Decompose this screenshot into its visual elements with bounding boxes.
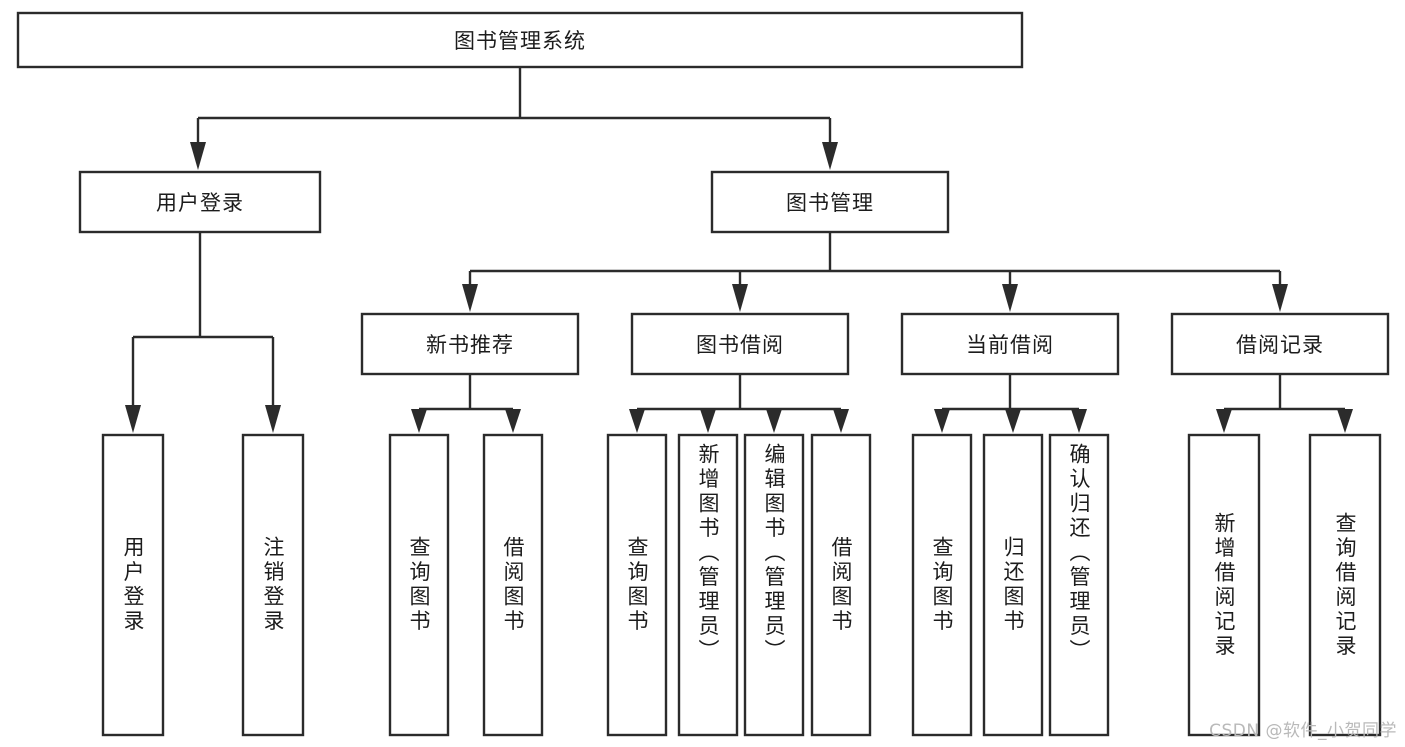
node-box-leaf-bw-edit[interactable] bbox=[743, 433, 805, 737]
arrow-head-leaf-user-login bbox=[125, 405, 141, 433]
node-box-new-books[interactable] bbox=[360, 312, 580, 376]
node-box-leaf-logout[interactable] bbox=[241, 433, 305, 737]
connector-group-user-login bbox=[125, 232, 281, 433]
arrow-head-nb-query bbox=[411, 409, 427, 433]
arrow-head-rec-query bbox=[1337, 409, 1353, 433]
arrow-head-cur-confirm bbox=[1071, 409, 1087, 433]
connector-group-book-mgmt bbox=[462, 232, 1288, 312]
node-box-leaf-bw-add[interactable] bbox=[677, 433, 739, 737]
connector-group-borrow bbox=[629, 374, 849, 433]
arrow-head-rec-add bbox=[1216, 409, 1232, 433]
arrow-head-book-mgmt bbox=[822, 142, 838, 170]
arrow-head-cur-query bbox=[934, 409, 950, 433]
arrow-head-bw-borrow bbox=[833, 409, 849, 433]
node-box-leaf-user-login[interactable] bbox=[101, 433, 165, 737]
arrow-head-user-login bbox=[190, 142, 206, 170]
arrow-head-cur-return bbox=[1005, 409, 1021, 433]
node-box-leaf-bw-borrow[interactable] bbox=[810, 433, 872, 737]
node-box-leaf-cur-return[interactable] bbox=[982, 433, 1044, 737]
connector-group-current bbox=[934, 374, 1087, 433]
arrow-head-bw-add bbox=[700, 409, 716, 433]
arrow-head-leaf-logout bbox=[265, 405, 281, 433]
watermark-text: CSDN @软件_小贺同学 bbox=[1209, 721, 1397, 741]
node-box-leaf-rec-add[interactable] bbox=[1187, 433, 1261, 737]
node-box-user-login[interactable] bbox=[78, 170, 322, 234]
arrow-head-current bbox=[1002, 284, 1018, 312]
arrow-head-bw-query bbox=[629, 409, 645, 433]
connector-group-records bbox=[1216, 374, 1353, 433]
node-box-leaf-cur-query[interactable] bbox=[911, 433, 973, 737]
arrow-head-records bbox=[1272, 284, 1288, 312]
node-box-borrow[interactable] bbox=[630, 312, 850, 376]
node-box-leaf-cur-confirm[interactable] bbox=[1048, 433, 1110, 737]
node-box-leaf-nb-borrow[interactable] bbox=[482, 433, 544, 737]
connector-group-new-books bbox=[411, 374, 521, 433]
arrow-head-borrow bbox=[732, 284, 748, 312]
node-box-current[interactable] bbox=[900, 312, 1120, 376]
arrow-head-bw-edit bbox=[766, 409, 782, 433]
node-box-leaf-bw-query[interactable] bbox=[606, 433, 668, 737]
arrow-head-new-books bbox=[462, 284, 478, 312]
node-box-leaf-rec-query[interactable] bbox=[1308, 433, 1382, 737]
arrow-head-nb-borrow bbox=[505, 409, 521, 433]
node-box-records[interactable] bbox=[1170, 312, 1390, 376]
node-box-book-mgmt[interactable] bbox=[710, 170, 950, 234]
node-box-leaf-nb-query[interactable] bbox=[388, 433, 450, 737]
connector-group-root bbox=[190, 67, 838, 170]
node-box-root[interactable] bbox=[16, 11, 1024, 69]
